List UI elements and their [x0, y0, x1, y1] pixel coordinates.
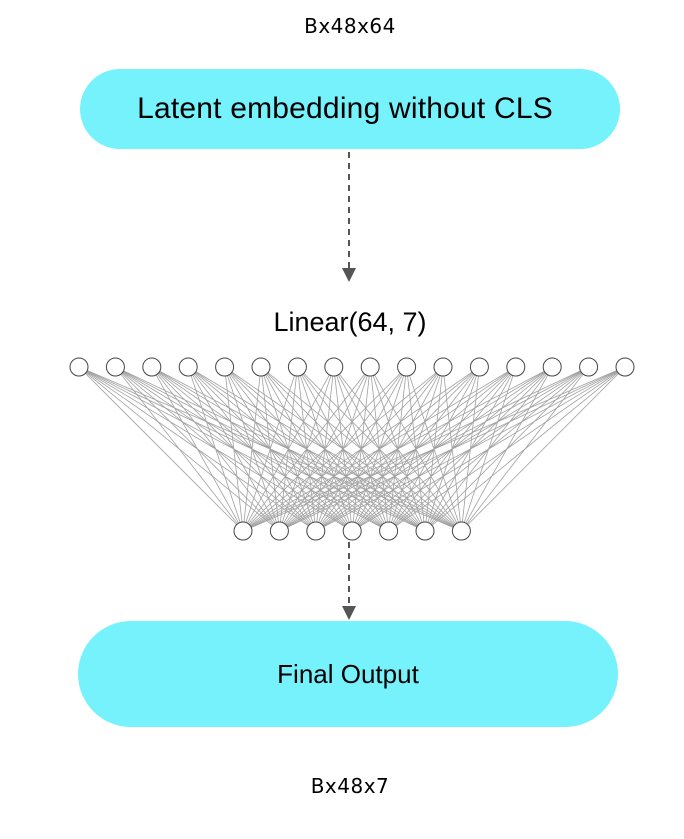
input-neuron — [251, 357, 271, 377]
input-neuron — [324, 357, 344, 377]
edge — [78, 366, 244, 532]
edge — [388, 366, 626, 532]
output-neuron — [233, 521, 253, 541]
edge — [115, 366, 244, 532]
edge — [242, 366, 444, 532]
input-neuron — [215, 357, 235, 377]
edge — [315, 366, 626, 532]
input-shape-label: Bx48x64 — [304, 14, 396, 38]
input-neuron — [433, 357, 453, 377]
edge — [242, 366, 371, 532]
edge — [242, 366, 589, 532]
output-shape-label: Bx48x7 — [310, 774, 390, 798]
output-neuron — [269, 521, 289, 541]
edge — [242, 366, 553, 532]
edge — [351, 366, 626, 532]
output-neuron — [451, 521, 471, 541]
output-neuron — [415, 521, 435, 541]
input-neuron — [469, 357, 489, 377]
input-neuron — [287, 357, 307, 377]
final-output-node: Final Output — [78, 621, 618, 727]
linear-layer-title: Linear(64, 7) — [273, 307, 427, 337]
edge — [242, 366, 407, 532]
input-neuron — [397, 357, 417, 377]
edge — [461, 366, 626, 532]
input-neurons — [69, 357, 635, 377]
input-neuron — [506, 357, 526, 377]
edge — [242, 366, 480, 532]
edge — [242, 366, 626, 532]
edge — [424, 366, 626, 532]
edge — [242, 366, 298, 532]
input-neuron — [360, 357, 380, 377]
output-neuron — [306, 521, 326, 541]
output-neurons — [233, 521, 471, 541]
connection-edges — [78, 366, 626, 532]
final-output-label: Final Output — [277, 658, 419, 689]
input-neuron — [142, 357, 162, 377]
edge — [242, 366, 335, 532]
input-neuron — [69, 357, 89, 377]
latent-embedding-node: Latent embedding without CLS — [80, 69, 620, 149]
latent-embedding-label: Latent embedding without CLS — [137, 92, 553, 125]
edge — [242, 366, 517, 532]
edge — [187, 366, 244, 532]
input-neuron — [105, 357, 125, 377]
edge — [151, 366, 244, 532]
output-neuron — [379, 521, 399, 541]
arrowhead-top — [342, 268, 356, 282]
edge — [279, 366, 626, 532]
edge — [242, 366, 262, 532]
output-neuron — [342, 521, 362, 541]
input-neuron — [542, 357, 562, 377]
edge — [224, 366, 244, 532]
input-neuron — [178, 357, 198, 377]
arrowhead-bottom — [342, 606, 356, 620]
input-neuron — [615, 357, 635, 377]
input-neuron — [579, 357, 599, 377]
